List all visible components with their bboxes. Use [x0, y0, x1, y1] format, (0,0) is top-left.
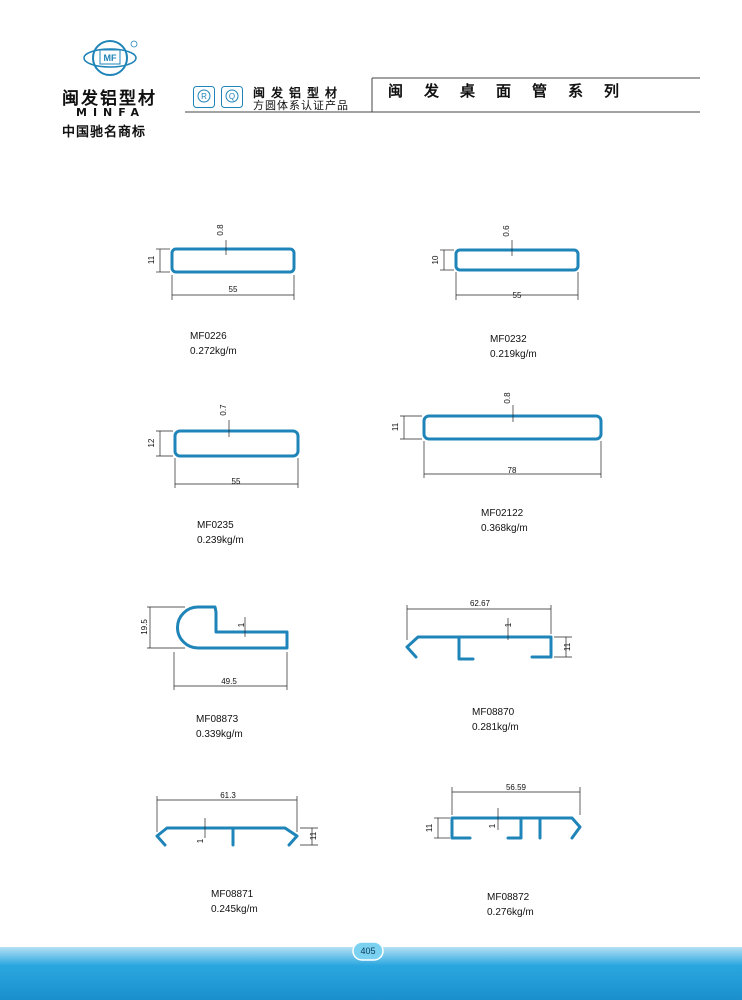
- dim-width: 61.3: [220, 791, 236, 800]
- profile-mf0226: 55 11 0.8: [147, 224, 296, 300]
- dim-width: 55: [513, 291, 522, 300]
- brand-slogan: 中国驰名商标: [62, 125, 147, 140]
- dim-height: 11: [309, 831, 318, 840]
- dim-wall: 0.8: [503, 392, 512, 404]
- dim-width: 55: [232, 477, 241, 486]
- dim-height: 11: [563, 642, 572, 651]
- profile-weight: 0.272kg/m: [190, 346, 237, 357]
- profile-label-mf0232: MF0232 0.219kg/m: [490, 332, 537, 362]
- dim-width: 56.59: [506, 783, 527, 792]
- dim-wall: 1: [196, 838, 205, 843]
- footer-band: [0, 941, 742, 1000]
- dim-wall: 0.6: [502, 225, 511, 237]
- svg-text:MF: MF: [104, 53, 117, 63]
- dim-width: 49.5: [221, 677, 237, 686]
- profile-label-mf08873: MF08873 0.339kg/m: [196, 712, 243, 742]
- profile-id: MF0235: [197, 520, 234, 531]
- profile-label-mf02122: MF02122 0.368kg/m: [481, 506, 528, 536]
- profile-mf08871: 61.3 11 1: [155, 791, 318, 847]
- dim-height: 10: [431, 255, 440, 264]
- profile-id: MF08873: [196, 714, 239, 725]
- profile-id: MF08870: [472, 707, 515, 718]
- profile-label-mf08871: MF08871 0.245kg/m: [211, 887, 258, 917]
- brand-name-en: MINFA: [76, 106, 146, 119]
- profile-label-mf08870: MF08870 0.281kg/m: [472, 705, 519, 735]
- profile-mf0235: 55 12 0.7: [147, 404, 300, 488]
- svg-text:Q: Q: [229, 92, 235, 101]
- profile-label-mf08872: MF08872 0.276kg/m: [487, 890, 534, 920]
- profile-weight: 0.245kg/m: [211, 904, 258, 915]
- dim-width: 62.67: [470, 599, 491, 608]
- profile-weight: 0.276kg/m: [487, 907, 534, 918]
- dim-height: 11: [391, 422, 400, 431]
- profile-weight: 0.219kg/m: [490, 349, 537, 360]
- cert-q-icon: Q: [221, 86, 243, 108]
- dim-width: 55: [229, 285, 238, 294]
- profile-weight: 0.368kg/m: [481, 523, 528, 534]
- dim-height: 12: [147, 438, 156, 447]
- dim-wall: 1: [504, 622, 513, 627]
- minfa-logo-icon: MF: [83, 40, 138, 76]
- profile-id: MF02122: [481, 508, 524, 519]
- brand-name-cn: 闽发铝型材: [62, 89, 157, 109]
- cert-title: 闽发铝型材: [253, 86, 344, 100]
- profile-id: MF0226: [190, 331, 227, 342]
- profile-mf08872: 56.59 11 1: [425, 783, 582, 840]
- profile-id: MF08871: [211, 889, 254, 900]
- profile-weight: 0.281kg/m: [472, 722, 519, 733]
- dim-width: 78: [508, 466, 517, 475]
- profile-mf0232: 55 10 0.6: [431, 225, 580, 300]
- cert-r-icon: R: [193, 86, 215, 108]
- profile-mf08870: 62.67 11 1: [405, 599, 572, 661]
- profile-label-mf0235: MF0235 0.239kg/m: [197, 518, 244, 548]
- dim-height: 11: [425, 823, 434, 832]
- dim-height: 11: [147, 255, 156, 264]
- dim-wall: 0.8: [216, 224, 225, 236]
- profile-id: MF08872: [487, 892, 530, 903]
- profile-label-mf0226: MF0226 0.272kg/m: [190, 329, 237, 359]
- series-title: 闽发桌面管系列: [388, 82, 641, 100]
- cert-subtitle: 方圆体系认证产品: [253, 99, 349, 112]
- svg-text:R: R: [201, 92, 207, 101]
- dim-wall: 1: [488, 823, 497, 828]
- profile-mf08873: 49.5 19.5 1: [140, 605, 289, 690]
- profile-weight: 0.339kg/m: [196, 729, 243, 740]
- profile-drawings: .p { fill: none; stroke: #1f84b8; stroke…: [140, 224, 603, 847]
- dim-height: 19.5: [140, 619, 149, 635]
- profile-mf02122: 78 11 0.8: [391, 392, 603, 478]
- profile-weight: 0.239kg/m: [197, 535, 244, 546]
- header-decoration: MF: [83, 40, 700, 113]
- profile-id: MF0232: [490, 334, 527, 345]
- dim-wall: 1: [237, 622, 246, 627]
- page-header: MF 闽发铝型材 MINFA 中国驰名商标 R Q 闽发铝型材 方圆体系认证产品…: [0, 0, 742, 140]
- dim-wall: 0.7: [219, 404, 228, 416]
- page-number: 405: [360, 946, 376, 956]
